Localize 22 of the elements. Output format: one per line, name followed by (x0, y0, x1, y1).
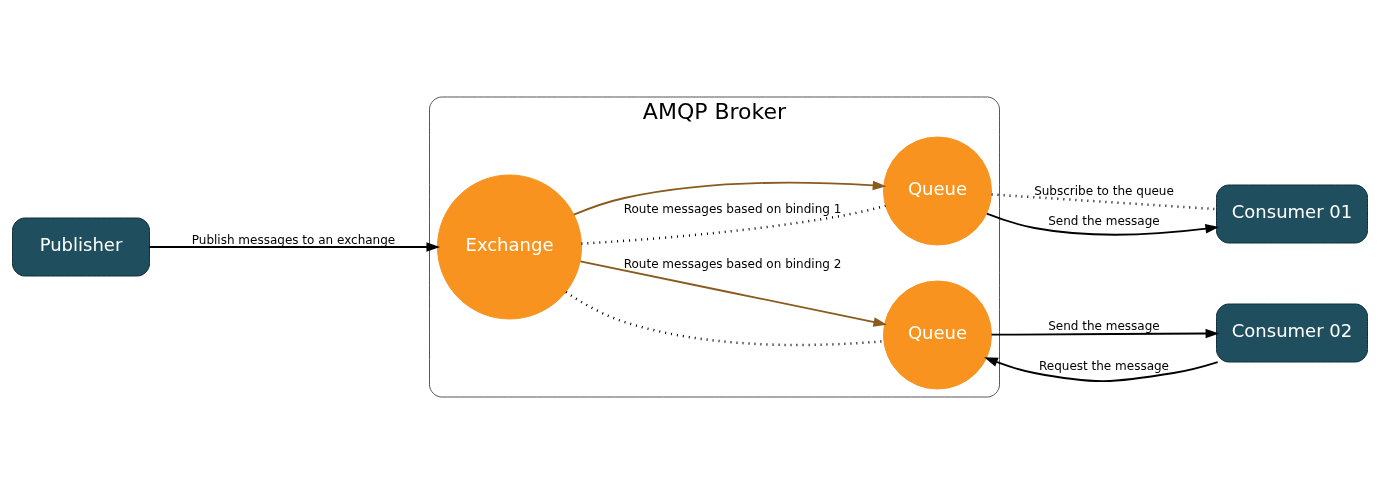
edge-label: Send the message (1048, 318, 1160, 333)
arrow (990, 328, 1220, 339)
edge-label: Route messages based on binding 2 (623, 256, 842, 271)
edge-label: Route messages based on binding 1 (623, 201, 842, 216)
node-box: Consumer 01 (1216, 184, 1368, 244)
node-box: Consumer 02 (1216, 303, 1368, 363)
edge-label: Subscribe to the queue (1034, 183, 1174, 198)
arrow (985, 212, 1219, 236)
arrow (984, 357, 1219, 382)
arrow (148, 242, 441, 252)
node-box: Publisher (12, 217, 150, 277)
connector (991, 193, 1217, 211)
arrow (579, 260, 888, 327)
node-circle: Queue (883, 136, 992, 246)
connector (581, 204, 886, 245)
edge-label: Send the message (1048, 213, 1160, 228)
node-circle: Queue (883, 280, 992, 390)
node-circle: Exchange (437, 174, 582, 320)
edge-label: Publish messages to an exchange (191, 232, 396, 247)
connector (565, 291, 884, 347)
arrow (573, 180, 887, 216)
edge-label: Request the message (1039, 358, 1169, 373)
